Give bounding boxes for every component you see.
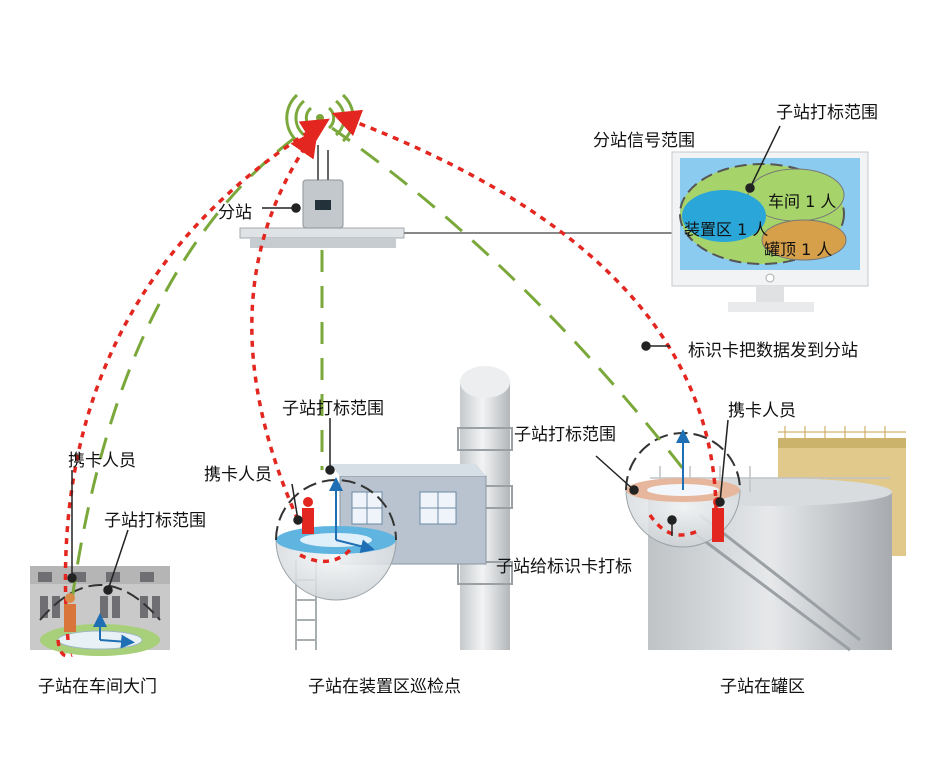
blue-arrows	[93, 429, 690, 649]
monitor-workshop-label: 车间 1 人	[768, 192, 837, 211]
monitor-device-label: 装置区 1 人	[684, 220, 769, 239]
monitor	[671, 151, 869, 312]
right-caption: 子站在罐区	[720, 677, 805, 697]
workshop-building	[30, 566, 170, 656]
mid-person-label: 携卡人员	[204, 465, 272, 485]
monitor-tank-label: 罐顶 1 人	[764, 240, 833, 259]
mid-caption: 子站在装置区巡检点	[308, 677, 461, 697]
person-left	[64, 593, 76, 632]
signal-range-label: 分站信号范围	[593, 131, 695, 151]
mid-range-label: 子站打标范围	[282, 399, 384, 419]
left-caption: 子站在车间大门	[38, 677, 157, 697]
right-range-label: 子站打标范围	[514, 425, 616, 445]
right-person-label: 携卡人员	[728, 401, 796, 421]
left-person-label: 携卡人员	[68, 451, 136, 471]
right-mark-label: 子站给标识卡打标	[496, 557, 632, 577]
send-data-label: 标识卡把数据发到分站	[688, 341, 858, 361]
tank-area-structure	[625, 426, 906, 652]
leader-lines	[67, 125, 781, 595]
branch-station-label: 分站	[218, 203, 252, 223]
left-range-label: 子站打标范围	[104, 511, 206, 531]
person-middle	[302, 497, 314, 534]
monitor-range-label: 子站打标范围	[776, 103, 878, 123]
branch-station	[239, 93, 680, 248]
